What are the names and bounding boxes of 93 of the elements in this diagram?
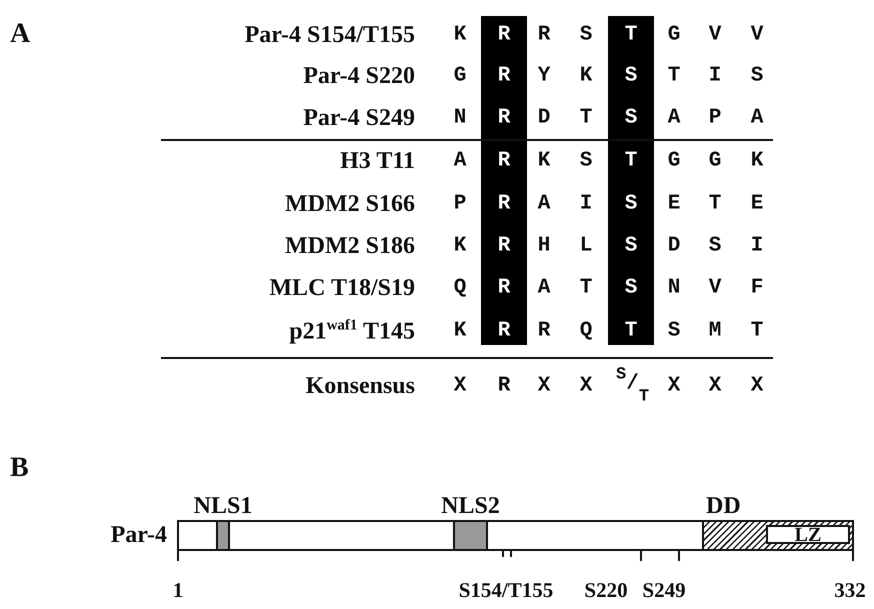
position-label: 1	[172, 580, 184, 601]
residue: Q	[578, 320, 594, 342]
sequence-name: Par-4 S249	[303, 106, 415, 130]
residue: R	[496, 278, 512, 298]
residue: K	[452, 320, 468, 342]
position-label: S249	[642, 580, 686, 601]
residue: R	[496, 24, 512, 46]
sequence-name: MLC T18/S19	[269, 276, 415, 300]
residue: R	[536, 320, 552, 342]
residue: S	[666, 320, 682, 342]
residue: T	[666, 66, 682, 86]
residue: N	[666, 278, 682, 298]
residue: Q	[452, 278, 468, 298]
domain-label: LZ	[766, 525, 850, 544]
residue: S	[750, 66, 764, 86]
residue: R	[496, 66, 512, 86]
residue: S	[624, 278, 638, 298]
residue: S	[624, 194, 638, 214]
residue: G	[452, 66, 468, 86]
residue: P	[452, 194, 468, 214]
residue: M	[708, 320, 722, 342]
panel-letter: B	[10, 452, 29, 484]
sequence-name: Par-4 S154/T155	[244, 23, 415, 47]
residue: L	[578, 236, 594, 256]
residue: R	[496, 320, 512, 342]
residue: D	[536, 108, 552, 128]
residue: V	[708, 278, 722, 298]
sequence-name: MDM2 S186	[285, 234, 415, 258]
residue: H	[536, 236, 552, 256]
residue: E	[666, 194, 682, 214]
sequence-name: H3 T11	[340, 149, 415, 173]
residue: G	[666, 150, 682, 172]
residue: T	[624, 24, 638, 46]
residue: A	[666, 108, 682, 128]
residue: S	[624, 66, 638, 86]
residue: A	[536, 194, 552, 214]
residue: K	[536, 150, 552, 172]
residue: A	[452, 150, 468, 172]
panel-letter: A	[10, 18, 30, 50]
sequence-name: Par-4 S220	[303, 64, 415, 88]
residue: V	[708, 24, 722, 46]
residue: S	[578, 150, 594, 172]
residue: X	[536, 376, 552, 396]
residue: R	[496, 108, 512, 128]
residue: X	[666, 376, 682, 396]
residue: I	[578, 194, 594, 214]
protein-label: Par-4	[110, 523, 167, 547]
domain-label: DD	[706, 494, 741, 518]
residue: K	[578, 66, 594, 86]
residue: X	[750, 376, 764, 396]
residue: T	[750, 320, 764, 342]
domain-label: NLS2	[441, 494, 500, 518]
residue: R	[496, 194, 512, 214]
residue: I	[750, 236, 764, 256]
position-label: S220	[584, 580, 628, 601]
residue: T	[578, 108, 594, 128]
residue: $^{S}$/$_{T}$	[616, 366, 646, 406]
residue: N	[452, 108, 468, 128]
residue: I	[708, 66, 722, 86]
residue: E	[750, 194, 764, 214]
residue: S	[708, 236, 722, 256]
residue: D	[666, 236, 682, 256]
residue: T	[708, 194, 722, 214]
residue: X	[452, 376, 468, 396]
residue: K	[452, 236, 468, 256]
position-label: 332	[834, 580, 866, 601]
residue: A	[750, 108, 764, 128]
residue: V	[750, 24, 764, 46]
residue: X	[708, 376, 722, 396]
position-label: S154/T155	[458, 580, 554, 601]
domain-label: NLS1	[194, 494, 252, 518]
residue: S	[624, 236, 638, 256]
residue: T	[624, 150, 638, 172]
residue: R	[496, 236, 512, 256]
residue: R	[536, 24, 552, 46]
sequence-name: Konsensus	[306, 374, 415, 398]
residue: G	[666, 24, 682, 46]
residue: S	[578, 24, 594, 46]
sequence-name: p21$^{waf1}$ T145	[289, 318, 415, 344]
residue: F	[750, 278, 764, 298]
residue: G	[708, 150, 722, 172]
residue: K	[452, 24, 468, 46]
residue: K	[750, 150, 764, 172]
residue: P	[708, 108, 722, 128]
residue: A	[536, 278, 552, 298]
residue: R	[496, 376, 512, 396]
residue: T	[578, 278, 594, 298]
residue: X	[578, 376, 594, 396]
residue: S	[624, 108, 638, 128]
residue: T	[624, 320, 638, 342]
residue: Y	[536, 66, 552, 86]
residue: R	[496, 150, 512, 172]
sequence-name: MDM2 S166	[285, 192, 415, 216]
